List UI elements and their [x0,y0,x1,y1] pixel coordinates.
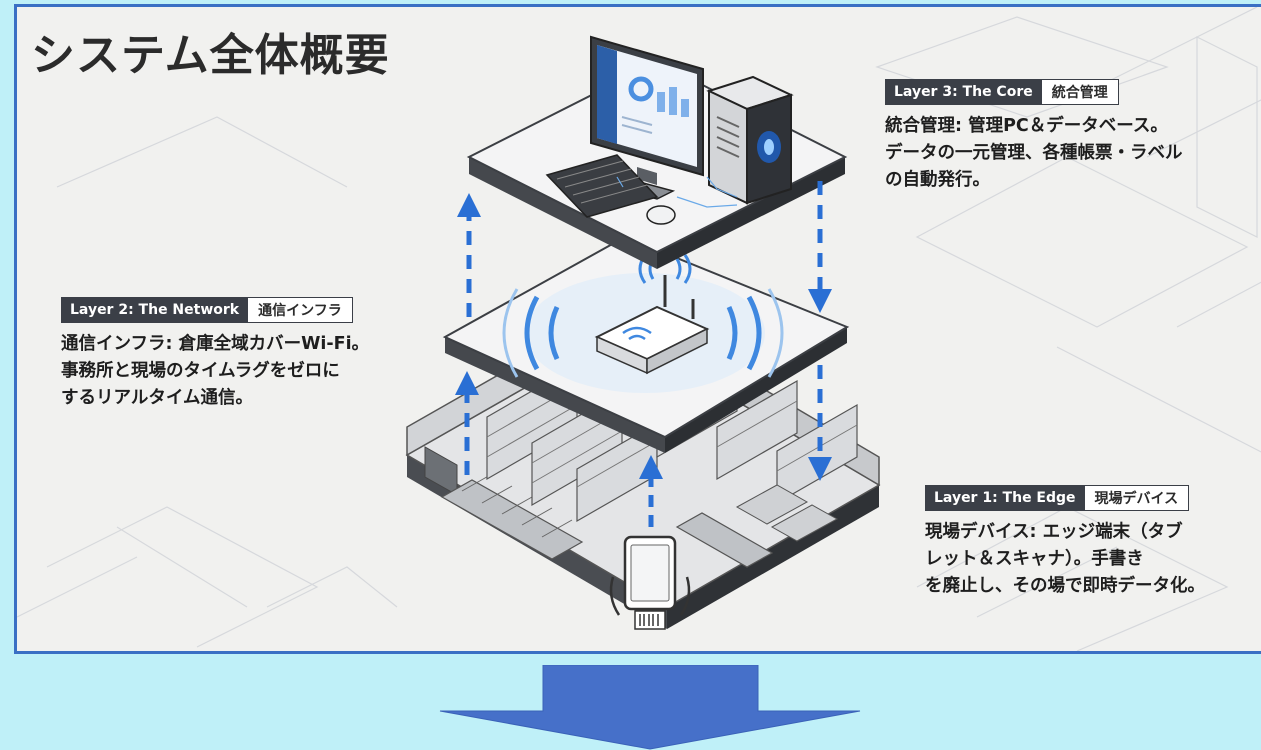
layer3-line: データの一元管理、各種帳票・ラベル [885,143,1183,163]
wifi-router-icon [502,254,784,393]
layer2-tag: Layer 2: The Network 通信インフラ [61,297,369,323]
layer2-line: するリアルタイム通信。 [61,388,253,408]
layer1-line: レット＆スキャナ）。手書き [925,549,1144,569]
layer1-tag: Layer 1: The Edge 現場デバイス [925,485,1205,511]
layer1-description: 現場デバイス: エッジ端末（タブ レット＆スキャナ）。手書き を廃止し、その場で… [925,519,1205,600]
layer2-tag-en: Layer 2: The Network [61,297,249,323]
server-tower-icon [706,75,794,205]
layer2-line: 事務所と現場のタイムラグをゼロに [61,361,340,381]
layer3-tag-jp: 統合管理 [1041,79,1119,105]
layer1-tag-en: Layer 1: The Edge [925,485,1085,511]
layer3-tag: Layer 3: The Core 統合管理 [885,79,1183,105]
layer2-callout: Layer 2: The Network 通信インフラ 通信インフラ: 倉庫全域… [61,297,369,412]
blueprint-background [17,7,1261,651]
layer2-tag-jp: 通信インフラ [248,297,353,323]
desktop-pc-icon [590,35,704,200]
layer1-line: 現場デバイス: エッジ端末（タブ [925,522,1183,542]
page-title: システム全体概要 [31,30,390,81]
mouse-icon [646,205,676,225]
layer3-description: 統合管理: 管理PC＆データベース。 データの一元管理、各種帳票・ラベル の自動… [885,113,1183,194]
layer1-tag-jp: 現場デバイス [1084,485,1190,511]
layer3-callout: Layer 3: The Core 統合管理 統合管理: 管理PC＆データベース… [885,79,1183,194]
layer3-tag-en: Layer 3: The Core [885,79,1042,105]
tablet-scanner-icon [609,535,691,630]
system-overview-panel: システム全体概要 Layer 3: The Core 統合管理 統合管理: 管理… [14,4,1261,654]
layer2-description: 通信インフラ: 倉庫全域カバーWi-Fi。 事務所と現場のタイムラグをゼロに す… [61,331,369,412]
keyboard-icon [545,154,659,218]
layer3-line: の自動発行。 [885,170,990,190]
layer1-line: を廃止し、その場で即時データ化。 [925,576,1205,596]
down-arrow-icon [439,665,861,750]
layer3-line: 統合管理: 管理PC＆データベース。 [885,116,1168,136]
network-cables [616,176,738,208]
layer-stack-illustration [405,35,881,630]
layer1-callout: Layer 1: The Edge 現場デバイス 現場デバイス: エッジ端末（タ… [925,485,1205,600]
data-flow-arrows [455,181,832,527]
layer2-line: 通信インフラ: 倉庫全域カバーWi-Fi。 [61,334,370,354]
